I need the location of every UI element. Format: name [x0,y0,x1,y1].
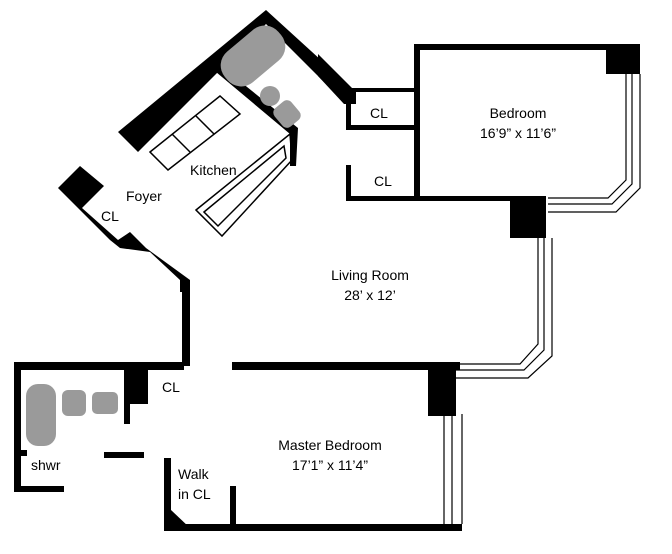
wall-walkin-corner [171,510,190,528]
bathtub-upper [220,25,286,87]
sink-lower [92,392,118,414]
wall-walkin-left [164,458,171,530]
bedroom-dims: 16’9” x 11’6” [479,125,557,141]
wall-master-column [428,362,456,416]
wall-master-top [232,362,460,370]
wall-bedroom-top [414,44,640,50]
toilet-upper [260,86,280,106]
bathtub-lower [26,384,56,446]
wall-bath-right [124,404,130,424]
wall-cl-top-bottom [346,125,416,130]
closet-label-top: CL [370,105,388,121]
wall-bath-top-right [318,54,356,104]
wall-cl-mid-left [346,165,351,198]
wall-bedroom-bottom [346,196,546,201]
wall-bath-left [14,362,21,492]
bedroom-label: Bedroom [489,105,547,121]
foyer-label: Foyer [126,188,162,204]
wall-master-bottom [164,524,462,531]
wall-cl-top-top [346,88,416,92]
kitchen-label: Kitchen [190,162,237,178]
walls [14,10,640,531]
wall-hall-right [182,280,190,366]
wall-walkin-right [230,486,236,526]
wall-kitchen-inner [216,62,298,166]
wall-bath-column [124,370,148,404]
master-bedroom-dims: 17’1” x 11’4” [291,457,369,473]
wall-bedroom-left [414,44,420,198]
toilet-lower [62,390,86,416]
wall-foyer-cl [58,166,190,292]
wall-bath-door [104,452,144,458]
fixtures [26,25,301,446]
sink-upper [273,100,301,128]
shower-label: shwr [31,457,61,473]
wall-cl-top-left [346,90,351,128]
closet-label-mid: CL [374,173,392,189]
living-room-dims: 28’ x 12’ [344,287,396,303]
living-room-label: Living Room [331,267,409,283]
walk-in-closet-label-line1: Walk [178,466,209,482]
wall-shwr-divider [21,450,27,456]
wall-kitchen-outer [118,10,356,152]
closet-label-master: CL [162,379,180,395]
windows [443,74,641,524]
wall-bath-top [14,362,184,370]
wall-column-right [510,198,546,238]
closet-label-foyer: CL [101,208,119,224]
master-bedroom-label: Master Bedroom [278,437,382,453]
wall-bedroom-corner [606,44,640,74]
kitchen-counters [148,95,293,238]
walk-in-closet-label-line2: in CL [178,486,211,502]
wall-bath-bottom [14,486,64,492]
